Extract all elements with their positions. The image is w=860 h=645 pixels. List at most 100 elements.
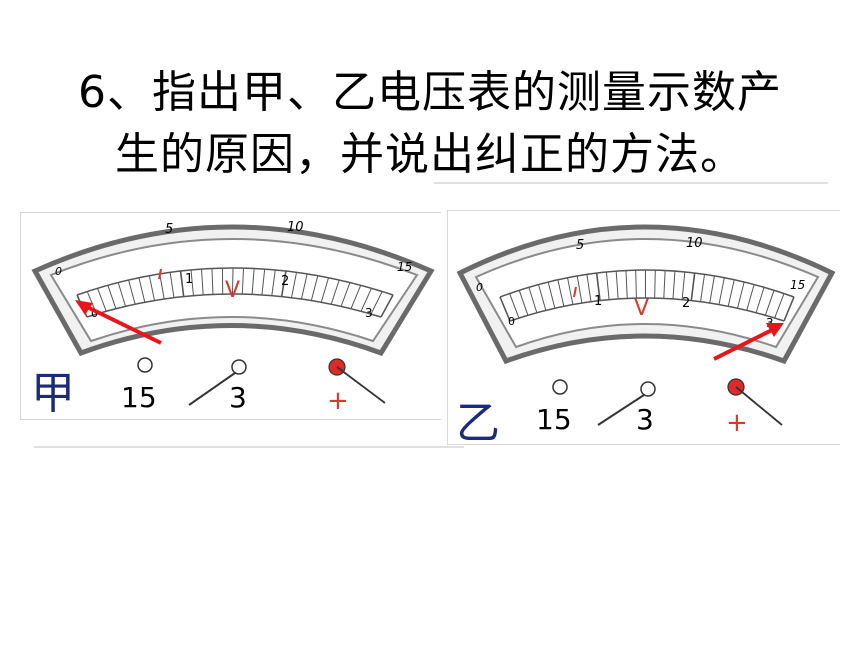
- switch-wire: [597, 394, 645, 426]
- scale-tick: [190, 269, 194, 296]
- scale-tick: [280, 270, 287, 297]
- title-line-2: 生的原因，并说出纠正的方法。: [115, 129, 745, 180]
- meter-label-b: 乙: [456, 398, 500, 449]
- scale-ticks: [499, 270, 795, 322]
- terminal-15: [137, 357, 153, 373]
- scale-tick: [746, 284, 755, 311]
- scale-tick: [615, 271, 619, 299]
- voltmeter-b-graphic: 0 5 10 15 0 1 2 3 V 15 3 +: [456, 224, 836, 438]
- scale-tick: [97, 288, 107, 312]
- positive-wire: [735, 386, 783, 426]
- switch-wire: [188, 372, 236, 406]
- scale-tick: [169, 272, 175, 298]
- scale-tick: [663, 270, 666, 299]
- voltmeter-b-panel: 0 5 10 15 0 1 2 3 V 15 3 + 乙: [447, 210, 840, 449]
- scale-tick: [350, 285, 362, 309]
- scale-tick: [138, 277, 146, 303]
- terminal-positive-label: +: [726, 408, 748, 438]
- red-mark: [158, 268, 162, 280]
- scale-tick: [200, 269, 204, 295]
- terminal-positive-label: +: [327, 386, 349, 416]
- scale-tick: [271, 269, 276, 296]
- scale-tick: [709, 275, 715, 304]
- scale-tick: [727, 279, 735, 307]
- scale-tick: [635, 270, 637, 299]
- positive-wire: [336, 366, 386, 404]
- scale-tick: [518, 290, 529, 316]
- terminal-3: [640, 381, 656, 397]
- indicator-arrow: [713, 323, 784, 361]
- scale-tick: [737, 281, 745, 309]
- scale-tick: [605, 271, 610, 300]
- scale-tick: [310, 275, 319, 301]
- scale-tick: [764, 290, 775, 316]
- title-line-1: 6、指出甲、乙电压表的测量示数产: [78, 67, 782, 118]
- terminal-3: [231, 359, 247, 375]
- upper-scale-0: 0: [55, 265, 62, 278]
- voltmeter-a-panel: 0 5 10 15 0 1 2 3 V 15 3 + 甲: [20, 212, 441, 420]
- question-title: 6、指出甲、乙电压表的测量示数产 生的原因，并说出纠正的方法。: [0, 62, 860, 186]
- terminal-15: [552, 379, 568, 395]
- scale-tick: [370, 291, 383, 315]
- scale-tick: [576, 275, 583, 304]
- scale-tick: [291, 272, 298, 298]
- scale-tick: [625, 270, 628, 299]
- unit-v: V: [634, 296, 649, 321]
- lower-scale-2: 2: [682, 296, 690, 311]
- lower-scale-1: 1: [594, 294, 602, 309]
- terminal-3-label: 3: [636, 403, 654, 436]
- scale-tick: [360, 288, 372, 312]
- scale-tick: [774, 293, 785, 319]
- terminal-3-label: 3: [229, 381, 247, 414]
- scale-tick: [654, 270, 656, 299]
- lower-scale-2: 2: [281, 274, 289, 289]
- meter-label-a: 甲: [31, 368, 75, 419]
- scale-tick: [128, 279, 136, 305]
- upper-scale-10: 10: [287, 220, 304, 235]
- upper-scale-5: 5: [576, 238, 584, 253]
- scale-tick: [690, 272, 696, 301]
- scale-tick: [595, 272, 601, 301]
- scale-tick: [567, 277, 574, 305]
- voltmeter-a-graphic: 0 5 10 15 0 1 2 3 V 15 3 +: [31, 220, 435, 416]
- lower-scale-0: 0: [91, 307, 98, 320]
- indicator-arrow: [75, 300, 162, 345]
- scale-tick: [380, 294, 394, 318]
- scale-tick: [117, 282, 126, 307]
- terminal-15-label: 15: [121, 381, 157, 414]
- scale-tick: [528, 287, 538, 313]
- scale-tick: [241, 268, 245, 295]
- scale-tick: [232, 267, 234, 295]
- scale-tick: [261, 269, 266, 295]
- lower-scale-0: 0: [508, 315, 515, 328]
- divider-line: [34, 446, 464, 448]
- scale-tick: [211, 268, 214, 295]
- upper-scale-0: 0: [476, 281, 483, 294]
- upper-scale-15: 15: [397, 260, 412, 274]
- scale-tick: [148, 275, 156, 301]
- scale-tick: [159, 273, 165, 300]
- scale-ticks: [76, 267, 394, 318]
- scale-tick: [755, 287, 765, 313]
- scale-tick: [107, 285, 117, 309]
- scale-tick: [783, 296, 795, 322]
- scale-tick: [251, 268, 255, 295]
- scale-tick: [538, 284, 547, 311]
- unit-v: V: [225, 278, 240, 303]
- scale-tick: [509, 293, 520, 319]
- lower-scale-3: 3: [365, 306, 373, 320]
- upper-scale-15: 15: [790, 278, 805, 292]
- terminal-15-label: 15: [536, 403, 572, 436]
- scale-tick: [499, 296, 511, 322]
- scale-tick: [179, 270, 185, 297]
- upper-scale-5: 5: [165, 222, 173, 237]
- scale-tick: [320, 277, 329, 303]
- lower-scale-1: 1: [185, 272, 193, 287]
- red-mark: [573, 286, 577, 298]
- scale-tick: [672, 271, 676, 299]
- scale-tick: [681, 271, 686, 300]
- scale-tick: [700, 274, 706, 302]
- scale-tick: [330, 279, 340, 305]
- divider-line: [434, 182, 828, 184]
- scale-tick: [586, 274, 592, 302]
